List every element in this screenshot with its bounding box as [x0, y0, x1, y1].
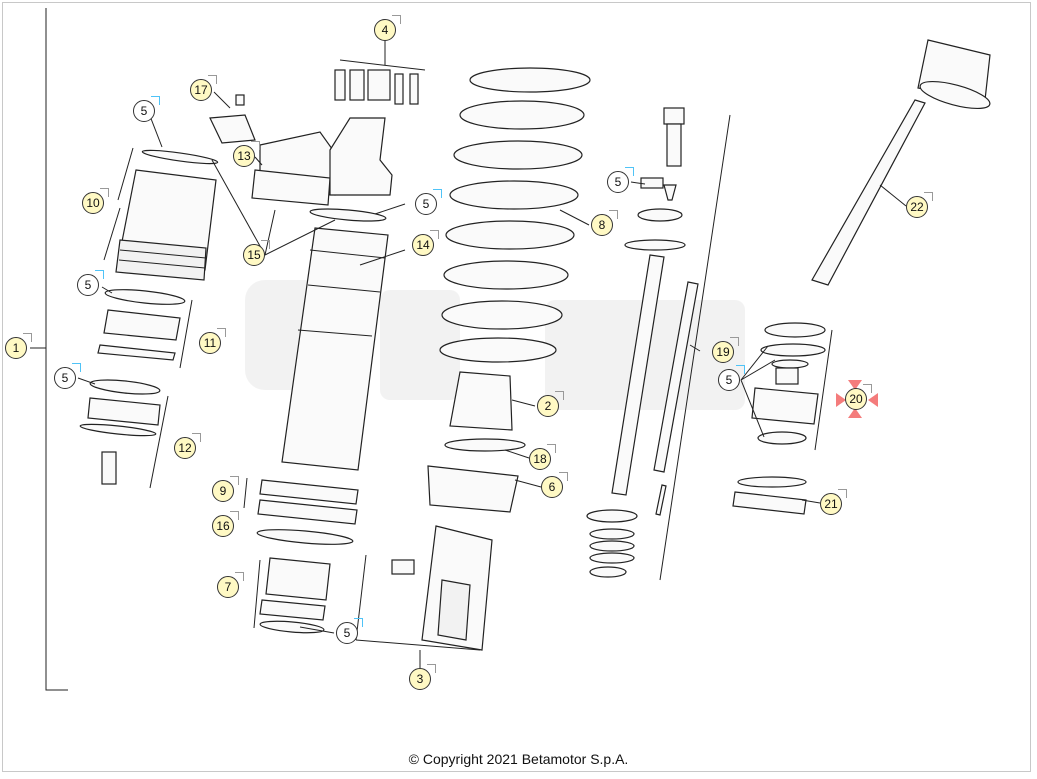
part-4[interactable] — [334, 69, 419, 105]
callout-1[interactable]: 1 — [5, 333, 32, 359]
part-3-eye[interactable] — [391, 525, 493, 651]
part-8-spring[interactable] — [439, 67, 591, 363]
callout-9[interactable]: 9 — [212, 476, 239, 502]
callout-11[interactable]: 11 — [199, 328, 226, 354]
callout-17[interactable]: 17 — [190, 75, 217, 101]
part-lower-spring[interactable] — [586, 509, 638, 578]
callout-20[interactable]: 20 — [845, 384, 872, 410]
callout-13[interactable]: 13 — [233, 141, 260, 167]
part-11[interactable] — [97, 287, 186, 361]
callout-18[interactable]: 18 — [529, 444, 556, 470]
callout-5-body[interactable]: 5 — [415, 189, 442, 215]
callout-5-stack[interactable]: 5 — [718, 365, 745, 391]
callout-5-lower-left[interactable]: 5 — [54, 363, 81, 389]
callout-22[interactable]: 22 — [906, 192, 933, 218]
part-6[interactable] — [427, 465, 519, 513]
callout-5-piston[interactable]: 5 — [336, 618, 363, 644]
part-7[interactable] — [259, 557, 331, 635]
copyright-notice: © Copyright 2021 Betamotor S.p.A. — [408, 751, 629, 767]
callout-5-upper-left[interactable]: 5 — [77, 270, 104, 296]
part-12[interactable] — [79, 377, 161, 485]
callout-21[interactable]: 21 — [820, 489, 847, 515]
part-22[interactable] — [811, 39, 992, 286]
bracket-line — [45, 8, 68, 691]
selection-marker — [836, 380, 878, 418]
callout-19[interactable]: 19 — [712, 337, 739, 363]
callout-15[interactable]: 15 — [243, 240, 270, 266]
part-5-spring[interactable] — [640, 177, 664, 189]
callout-2[interactable]: 2 — [537, 391, 564, 417]
part-16[interactable] — [256, 527, 354, 547]
part-18[interactable] — [444, 438, 526, 452]
callout-7[interactable]: 7 — [217, 572, 244, 598]
callout-14[interactable]: 14 — [412, 230, 439, 256]
part-10[interactable] — [115, 169, 217, 281]
callout-5-shaft[interactable]: 5 — [607, 167, 634, 193]
part-14-body[interactable] — [281, 207, 389, 471]
callout-5-top[interactable]: 5 — [133, 96, 160, 122]
part-9[interactable] — [257, 479, 359, 525]
callout-4[interactable]: 4 — [374, 15, 401, 41]
callout-3[interactable]: 3 — [409, 664, 436, 690]
part-20[interactable] — [751, 322, 826, 445]
callout-16[interactable]: 16 — [212, 511, 239, 537]
callout-8[interactable]: 8 — [591, 210, 618, 236]
part-2[interactable] — [449, 371, 513, 431]
callout-12[interactable]: 12 — [174, 433, 201, 459]
part-shaft[interactable] — [611, 107, 686, 496]
part-13-head[interactable] — [209, 94, 393, 206]
leader-lines — [77, 91, 907, 634]
callout-10[interactable]: 10 — [82, 188, 109, 214]
part-21[interactable] — [732, 476, 807, 515]
callout-6[interactable]: 6 — [541, 472, 568, 498]
part-19[interactable] — [653, 281, 699, 516]
